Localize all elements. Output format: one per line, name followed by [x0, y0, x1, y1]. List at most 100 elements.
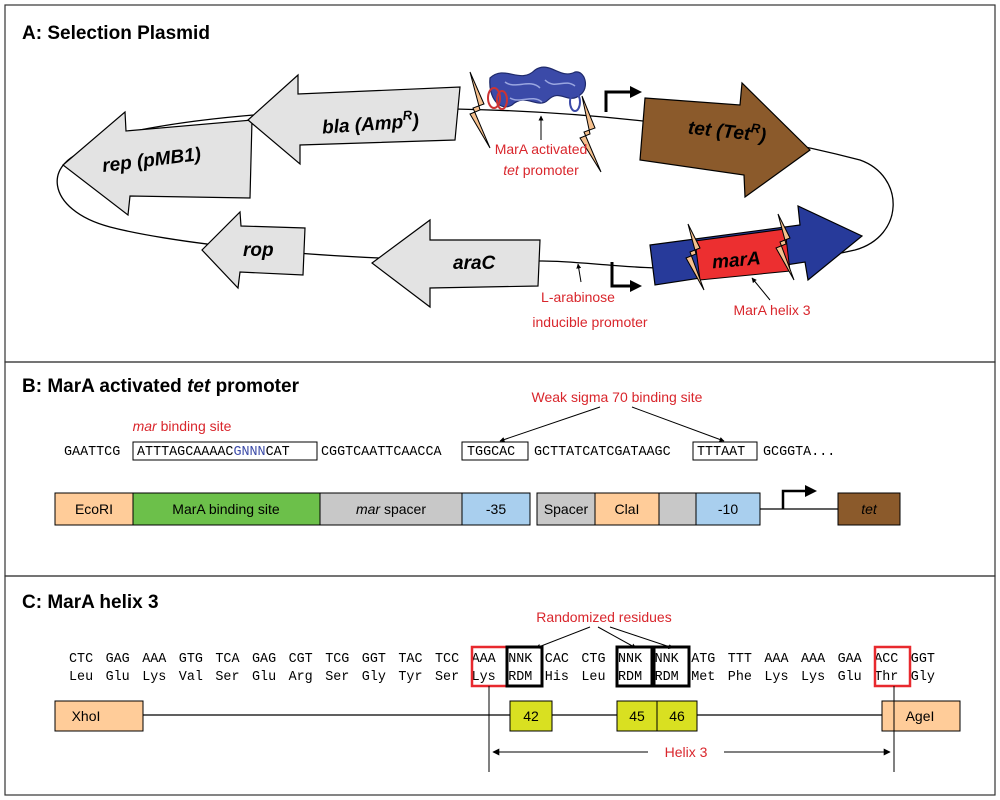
site-agei-label: AgeI — [906, 708, 935, 724]
gene-tet-arrow — [639, 81, 811, 199]
randomized-pointer-46 — [609, 626, 674, 649]
codon-11: TCC — [435, 652, 459, 667]
codon-2: GAG — [106, 652, 130, 667]
sigma70-pointer-right — [631, 406, 725, 442]
mara-protein-icon — [487, 66, 587, 112]
mara-activated-label-line2: tet promoter — [503, 162, 579, 178]
site-xhoi-label: XhoI — [72, 708, 101, 724]
randomized-pointer-45 — [597, 626, 637, 649]
residue-10: Tyr — [398, 670, 422, 685]
residue-22: Glu — [838, 670, 862, 685]
codon-box-42 — [505, 645, 544, 688]
residue-23: Thr — [874, 670, 898, 685]
codon-box-45 — [615, 645, 654, 688]
arabinose-pointer — [576, 263, 582, 283]
segment-ecori-label: EcoRI — [75, 501, 113, 517]
residue-6: Glu — [252, 670, 276, 685]
codon-17: NNK — [655, 652, 680, 667]
residue-11: Ser — [435, 670, 459, 685]
residue-1: Leu — [69, 670, 93, 685]
panel-c-frame — [4, 575, 996, 796]
sigma70-pointer-left — [499, 406, 601, 442]
codon-16: NNK — [618, 652, 643, 667]
residue-9: Gly — [362, 670, 386, 685]
codon-1: CTC — [69, 652, 93, 667]
codon-14: CAC — [545, 652, 569, 667]
residue-7: Arg — [289, 670, 313, 685]
segment-clai-label: ClaI — [615, 501, 640, 517]
panel-b-title: B: MarA activated tet promoter — [22, 376, 300, 397]
seq-mar-binding: ATTTAGCAAAACGNNNCAT — [137, 445, 290, 460]
codon-6: GAG — [252, 652, 276, 667]
segment-gray-tail — [658, 492, 697, 526]
codon-20: AAA — [764, 652, 789, 667]
seq-spacer: GCTTATCATCGATAAGC — [534, 445, 671, 460]
residue-18: Met — [691, 670, 715, 685]
tet-start-arrow-icon — [781, 485, 817, 509]
codon-10: TAC — [398, 652, 422, 667]
arabinose-label-line2: inducible promoter — [532, 314, 648, 330]
randomized-pointer-42 — [535, 626, 591, 649]
residue-2: Glu — [106, 670, 130, 685]
codon-22: GAA — [838, 652, 863, 667]
codon-21: AAA — [801, 652, 826, 667]
gene-rop-arrow — [201, 210, 306, 290]
helix3-label: MarA helix 3 — [733, 302, 810, 318]
position-42 — [509, 700, 553, 732]
codon-23: ACC — [874, 652, 898, 667]
residue-8: Ser — [325, 670, 349, 685]
codon-box-thr — [873, 645, 912, 688]
position-46-label: 46 — [669, 708, 685, 724]
position-42-label: 42 — [523, 708, 539, 724]
helix3-span-label-bg — [648, 743, 724, 761]
codon-19: TTT — [728, 652, 752, 667]
mar-binding-site-label: mar binding site — [133, 418, 232, 434]
residue-14: His — [545, 670, 569, 685]
promoter-sequence: GAATTCG ATTTAGCAAAACGNNNCAT CGGTCAATTCAA… — [64, 441, 835, 461]
residue-5: Ser — [215, 670, 239, 685]
gene-rop-label: rop — [243, 240, 274, 261]
segment-minus10 — [695, 492, 761, 526]
residue-3: Lys — [142, 670, 166, 685]
residue-12: Lys — [472, 670, 496, 685]
segment-tet — [837, 492, 901, 526]
codon-9: GGT — [362, 652, 386, 667]
codon-15: CTG — [581, 652, 605, 667]
position-45 — [616, 700, 658, 732]
randomized-residues-label: Randomized residues — [536, 609, 671, 625]
position-46 — [656, 700, 698, 732]
arabinose-label-line1: L-arabinose — [541, 289, 615, 305]
panel-c-title: C: MarA helix 3 — [22, 592, 159, 613]
tet-promoter-arrow-icon — [604, 86, 642, 112]
site-xhoi — [54, 700, 144, 732]
residue-19: Phe — [728, 670, 752, 685]
codon-24: GGT — [911, 652, 935, 667]
sigma70-label: Weak sigma 70 binding site — [532, 389, 703, 405]
codon-5: TCA — [215, 652, 240, 667]
seq-ecori: GAATTCG — [64, 445, 120, 460]
segment-tet-label: tet — [861, 501, 878, 517]
segment-minus35-label: -35 — [486, 501, 506, 517]
seq-tail: GCGGTA... — [763, 445, 835, 460]
seq-minus35: TGGCAC — [467, 445, 515, 460]
residue-20: Lys — [764, 670, 788, 685]
gene-arac-arrow — [370, 218, 541, 309]
mara-bolt-left-icon — [685, 223, 705, 291]
segment-mar-spacer — [319, 492, 463, 526]
gene-mara-label: marA — [711, 248, 761, 273]
segment-mara-site — [132, 492, 321, 526]
mara-activated-label-line1: MarA activated — [495, 141, 588, 157]
panel-a-title: A: Selection Plasmid — [22, 23, 210, 44]
codon-box-46 — [652, 645, 691, 688]
gene-bla-arrow — [247, 73, 461, 166]
residue-13: RDM — [508, 670, 532, 685]
residue-21: Lys — [801, 670, 825, 685]
tet-promoter-bolt-left-icon — [469, 71, 491, 149]
segment-mar-spacer-label: mar spacer — [356, 501, 426, 517]
tet-promoter-bolt-right-icon — [579, 95, 602, 173]
site-agei — [881, 700, 961, 732]
gene-rep-arrow — [62, 110, 253, 217]
